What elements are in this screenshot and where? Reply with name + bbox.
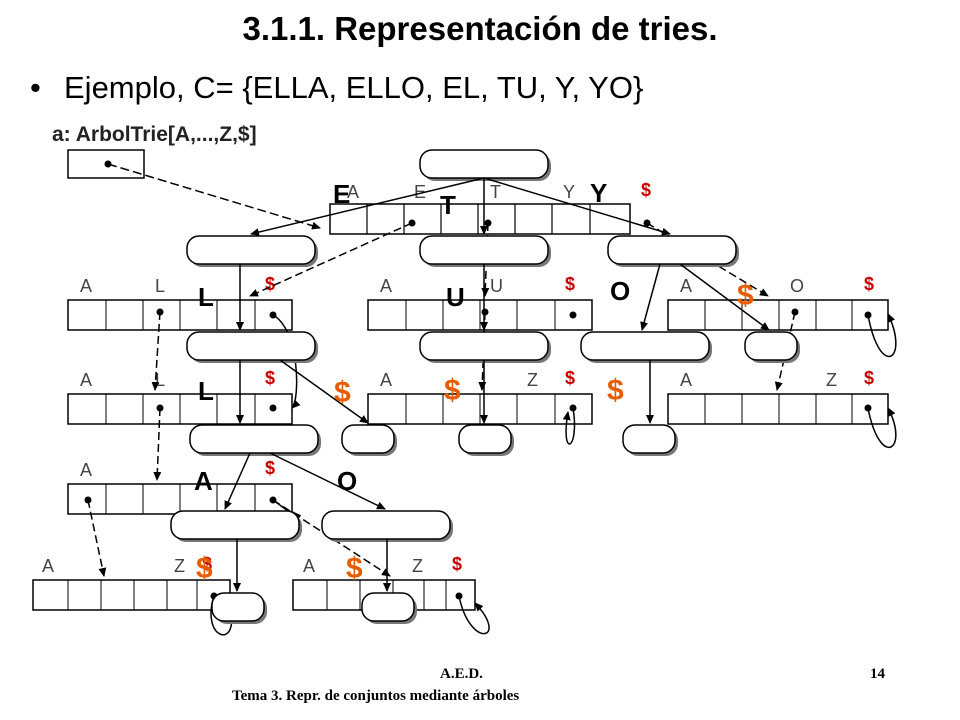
edge-letter: O <box>610 276 630 306</box>
end-marker: $ <box>346 552 363 585</box>
cell-label: A <box>42 556 54 576</box>
cell-label: A <box>80 370 92 390</box>
cell-label: L <box>155 370 165 390</box>
node-end-array: A Z $ <box>667 368 889 425</box>
node-o-array: A O $ <box>667 274 889 331</box>
cell-label: Z <box>174 556 185 576</box>
end-marker: $ <box>444 374 461 407</box>
footer-course: A.E.D. <box>440 666 483 682</box>
cell-label: A <box>380 276 392 296</box>
cell-label: O <box>790 276 804 296</box>
node-l2-array: A L $ <box>67 368 293 425</box>
cell-label: A <box>80 276 92 296</box>
cell-label: $ <box>265 458 275 478</box>
cell-label: U <box>490 276 503 296</box>
cell-label: A <box>347 182 359 202</box>
cell-label: Y <box>563 182 575 202</box>
edge-letter: O <box>337 466 357 496</box>
node-l-array: A L $ <box>67 274 293 331</box>
edge-letter: L <box>198 282 214 312</box>
end-marker: $ <box>196 552 213 585</box>
cell-label: A <box>680 370 692 390</box>
node-a-array: A $ <box>67 458 293 515</box>
footer-topic: Tema 3. Repr. de conjuntos mediante árbo… <box>232 688 520 704</box>
slide-title: 3.1.1. Representación de tries. <box>242 10 718 47</box>
cell-label: $ <box>265 368 275 388</box>
tree-edges <box>224 177 770 592</box>
node-root-array: A E T Y $ <box>329 180 651 235</box>
cell-label: Z <box>826 370 837 390</box>
node-final-a-array: A Z $ <box>32 554 231 611</box>
cell-label: Z <box>527 370 538 390</box>
end-marker: $ <box>607 374 624 407</box>
edge-letter: A <box>194 466 213 496</box>
cell-label: L <box>155 276 165 296</box>
edge-letter: E <box>333 179 350 209</box>
cell-label: $ <box>641 180 651 200</box>
cell-label: $ <box>202 554 212 574</box>
end-loops <box>210 313 897 636</box>
cell-label: E <box>414 182 426 202</box>
bullet-dot: • <box>30 70 41 105</box>
cell-label: $ <box>565 274 575 294</box>
node-e-array: A Z $ <box>367 368 593 425</box>
node-u-array: A U $ <box>367 274 593 331</box>
cell-label: $ <box>864 274 874 294</box>
end-marker: $ <box>334 376 351 409</box>
edge-letter: U <box>446 282 465 312</box>
node-boxes <box>170 149 800 624</box>
bullet-item: • Ejemplo, C= {ELLA, ELLO, EL, TU, Y, YO} <box>30 70 643 106</box>
cell-label: $ <box>265 274 275 294</box>
type-label: a: ArbolTrie[A,...,Z,$] <box>52 123 257 146</box>
cell-label: A <box>303 556 315 576</box>
cell-label: A <box>380 370 392 390</box>
cell-label: $ <box>452 554 462 574</box>
bullet-text: Ejemplo, C= {ELLA, ELLO, EL, TU, Y, YO} <box>64 70 644 105</box>
end-marker: $ <box>737 279 754 312</box>
edge-letter: T <box>440 190 456 220</box>
edge-letter: L <box>198 376 214 406</box>
cell-label: $ <box>565 368 575 388</box>
cell-label: A <box>680 276 692 296</box>
cell-label: Z <box>412 556 423 576</box>
cell-label: A <box>80 460 92 480</box>
edge-letter: Y <box>590 178 607 208</box>
cell-label: $ <box>864 368 874 388</box>
cell-label: T <box>490 182 501 202</box>
pointer-variable-a <box>67 149 321 230</box>
page-number: 14 <box>870 666 885 682</box>
